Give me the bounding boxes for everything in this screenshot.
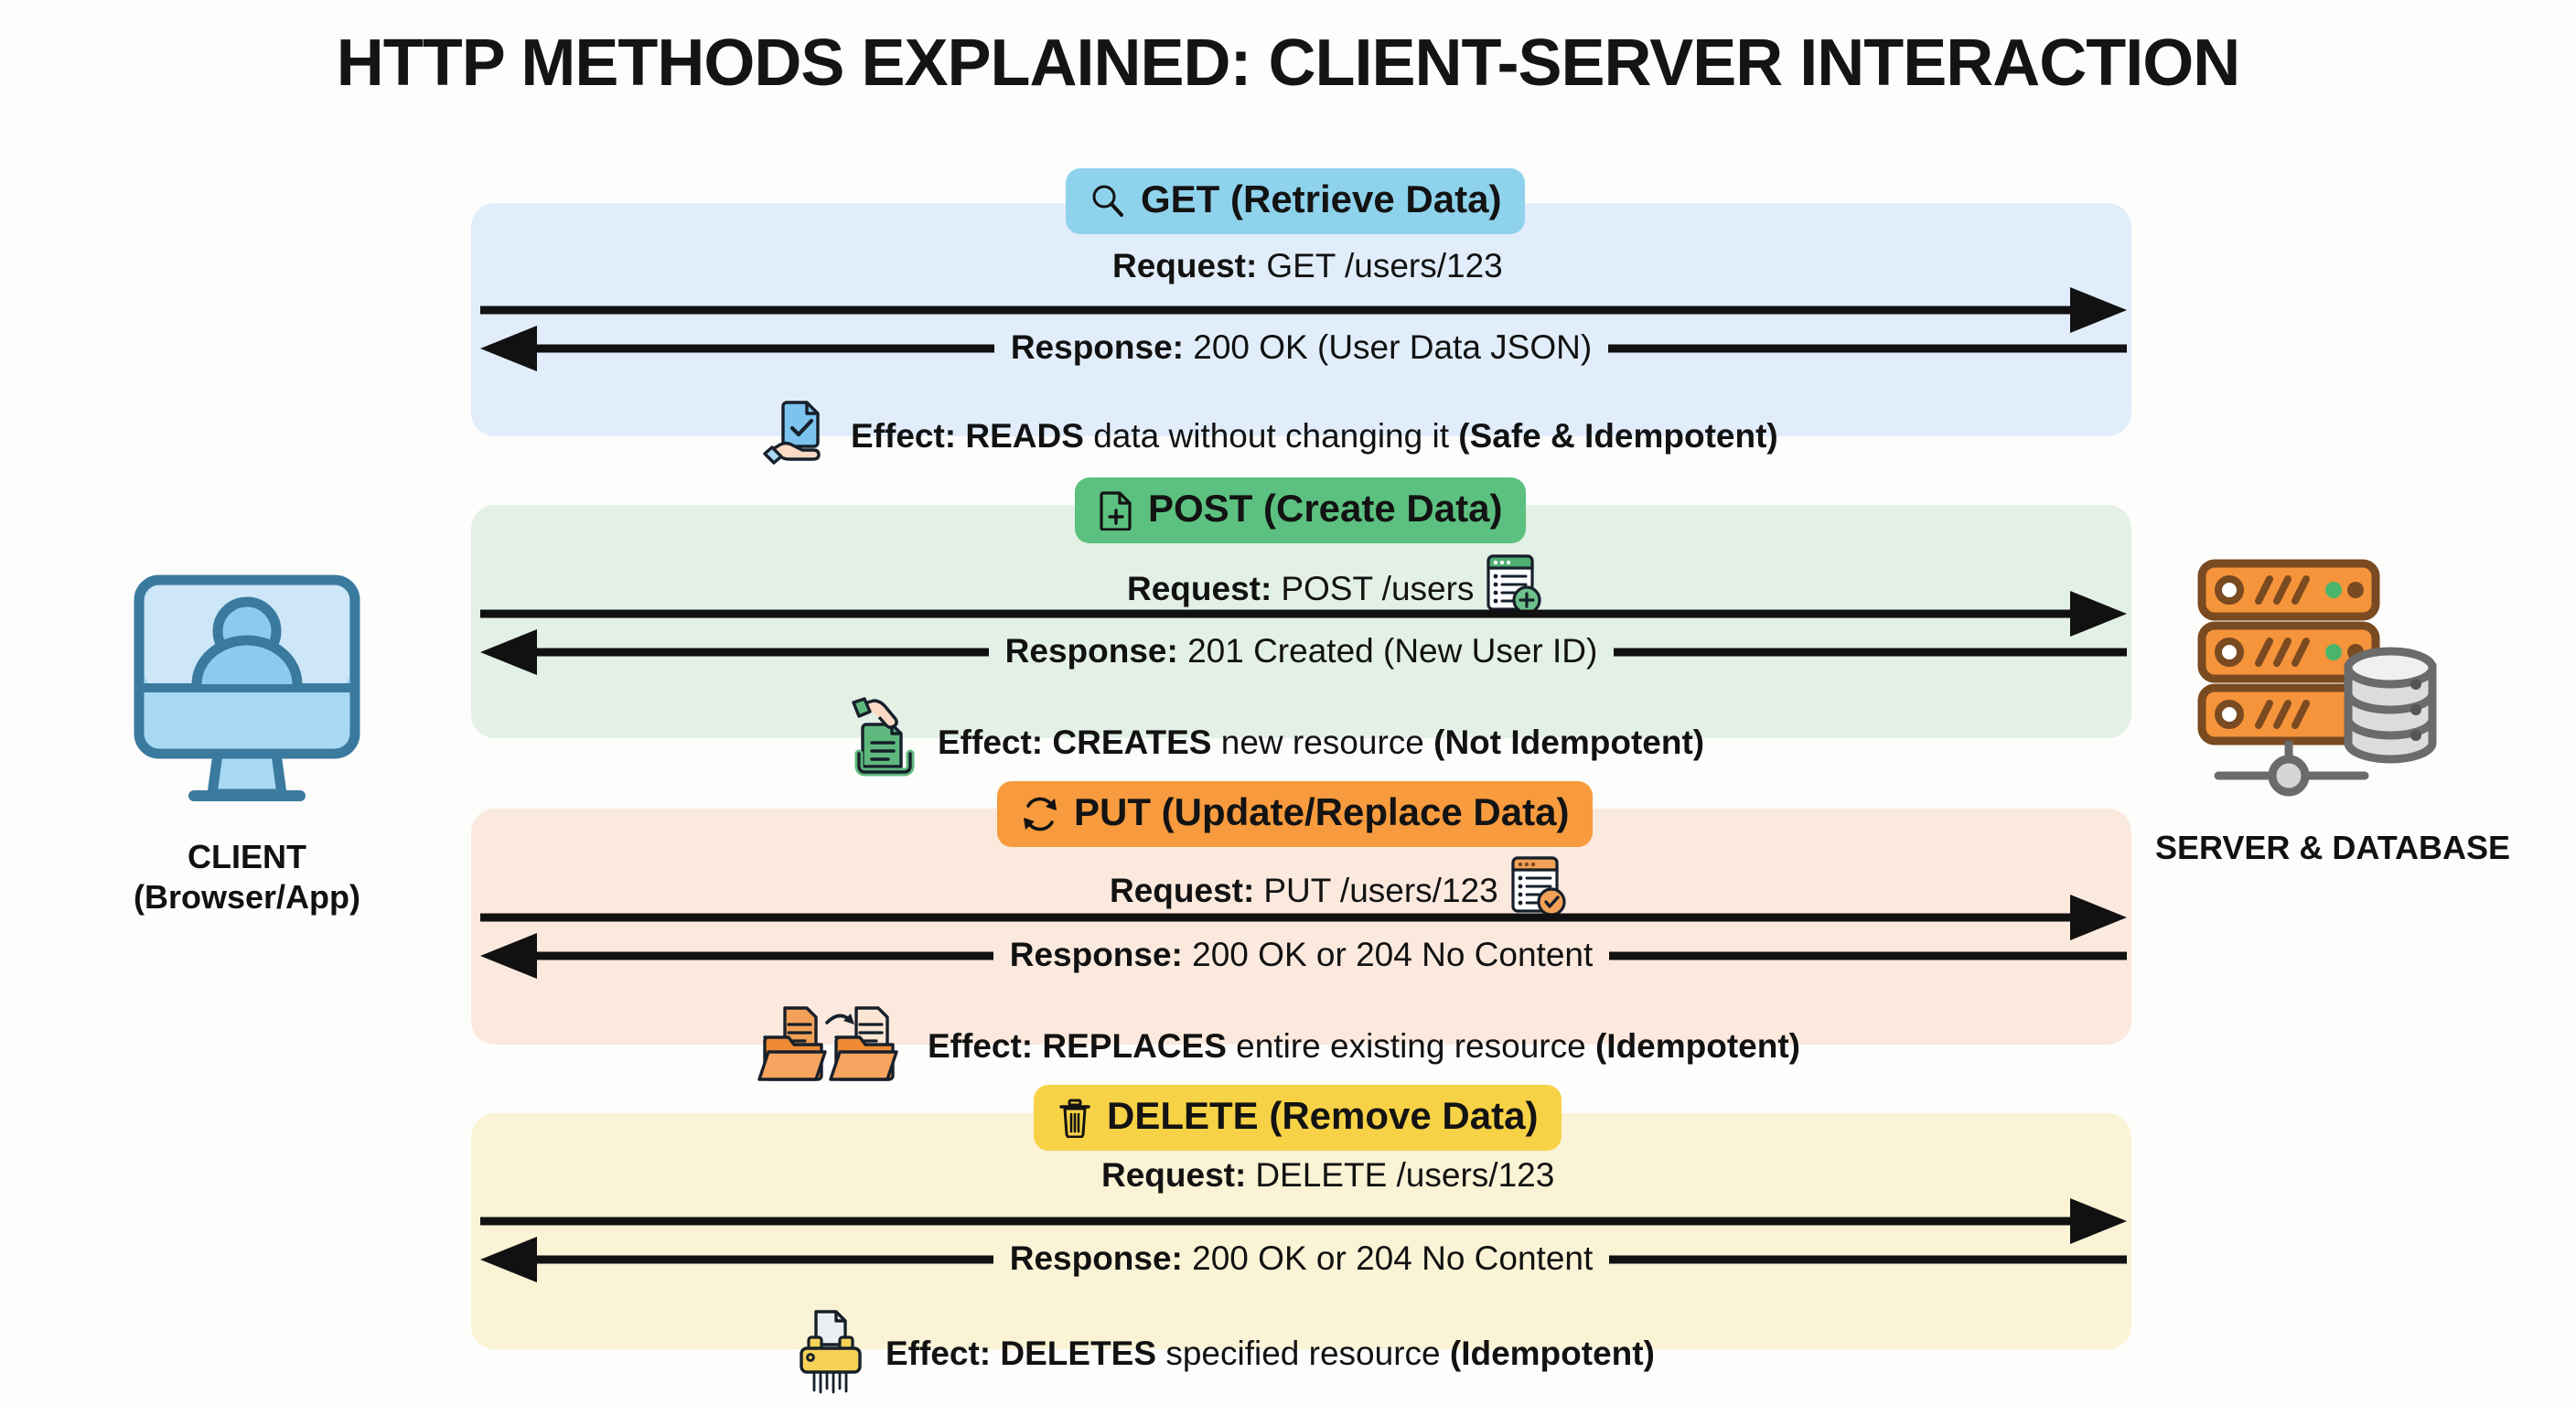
hand-inserting-document-icon — [846, 697, 925, 787]
request-label-delete: Request: DELETE /users/123 — [1101, 1158, 1554, 1192]
refresh-cycle-icon — [1021, 795, 1059, 833]
effect-prefix-get: Effect: — [851, 416, 957, 455]
effect-verb-get: READS — [965, 416, 1084, 455]
effect-prefix-post: Effect: — [938, 723, 1044, 761]
request-label-put: Request: PUT /users/123 — [1110, 853, 1568, 928]
document-plus-icon — [1099, 490, 1133, 531]
response-label-get: Response: 200 OK (User Data JSON) — [471, 330, 2131, 367]
method-badge-label-post: POST (Create Data) — [1148, 487, 1503, 530]
effect-middle-put: entire existing resource — [1236, 1026, 1586, 1065]
effect-verb-put: REPLACES — [1042, 1026, 1227, 1065]
response-value-put: 200 OK or 204 No Content — [1192, 936, 1594, 973]
effect-prefix-put: Effect: — [928, 1026, 1034, 1065]
response-prefix-post: Response: — [1004, 632, 1178, 670]
desktop-monitor-user-icon — [55, 567, 439, 837]
method-badge-get[interactable]: GET (Retrieve Data) — [1066, 168, 1526, 234]
request-prefix-get: Request: — [1112, 247, 1258, 284]
effect-row-delete: Effect: DELETES specified resource (Idem… — [789, 1306, 1655, 1400]
method-badge-put[interactable]: PUT (Update/Replace Data) — [997, 781, 1594, 847]
response-value-post: 201 Created (New User ID) — [1187, 632, 1598, 670]
effect-suffix-post: (Not Idempotent) — [1433, 723, 1705, 761]
response-prefix-put: Response: — [1009, 936, 1183, 973]
response-prefix-get: Response: — [1010, 328, 1184, 366]
response-label-post: Response: 201 Created (New User ID) — [471, 634, 2131, 670]
effect-row-get: Effect: READS data without changing it (… — [759, 393, 1778, 477]
response-label-put: Response: 200 OK or 204 No Content — [471, 938, 2131, 974]
effect-verb-post: CREATES — [1052, 723, 1212, 761]
client-label-secondary: (Browser/App) — [133, 877, 360, 916]
magnifier-search-icon — [1089, 183, 1126, 220]
folder-replace-document-icon — [757, 1001, 915, 1090]
method-panel-put — [471, 809, 2131, 1045]
response-prefix-delete: Response: — [1009, 1239, 1183, 1277]
effect-middle-post: new resource — [1220, 723, 1424, 761]
request-prefix-post: Request: — [1127, 569, 1272, 607]
trash-bin-icon — [1057, 1098, 1092, 1138]
server-label: SERVER & DATABASE — [2154, 829, 2511, 866]
request-label-get: Request: GET /users/123 — [1112, 249, 1503, 283]
paper-shredder-icon — [789, 1306, 873, 1400]
request-prefix-put: Request: — [1110, 871, 1255, 909]
method-badge-label-delete: DELETE (Remove Data) — [1107, 1094, 1539, 1137]
response-label-delete: Response: 200 OK or 204 No Content — [471, 1241, 2131, 1278]
method-badge-post[interactable]: POST (Create Data) — [1075, 477, 1527, 543]
server-endpoint: SERVER & DATABASE — [2131, 549, 2534, 868]
effect-suffix-get: (Safe & Idempotent) — [1458, 416, 1778, 455]
server-rack-database-icon — [2131, 549, 2534, 828]
request-value-delete: DELETE /users/123 — [1255, 1156, 1555, 1194]
page-title: HTTP METHODS EXPLAINED: CLIENT-SERVER IN… — [336, 27, 2240, 100]
hand-holding-document-check-icon — [759, 393, 838, 477]
method-panel-delete — [471, 1113, 2131, 1349]
effect-row-put: Effect: REPLACES entire existing resourc… — [757, 1001, 1800, 1090]
effect-suffix-put: (Idempotent) — [1594, 1026, 1801, 1065]
effect-row-post: Effect: CREATES new resource (Not Idempo… — [846, 697, 1704, 787]
effect-prefix-delete: Effect: — [886, 1334, 992, 1372]
request-value-get: GET /users/123 — [1266, 247, 1503, 284]
response-value-delete: 200 OK or 204 No Content — [1192, 1239, 1594, 1277]
method-panel-get — [471, 203, 2131, 436]
method-badge-label-put: PUT (Update/Replace Data) — [1074, 790, 1570, 833]
effect-suffix-delete: (Idempotent) — [1449, 1334, 1655, 1372]
request-value-post: POST /users — [1281, 569, 1475, 607]
effect-middle-get: data without changing it — [1093, 416, 1449, 455]
client-endpoint: CLIENT (Browser/App) — [55, 567, 439, 917]
effect-middle-delete: specified resource — [1165, 1334, 1441, 1372]
method-badge-label-get: GET (Retrieve Data) — [1141, 177, 1502, 220]
request-value-put: PUT /users/123 — [1263, 871, 1498, 909]
form-add-record-icon — [1483, 551, 1543, 626]
request-label-post: Request: POST /users — [1127, 551, 1543, 626]
request-prefix-delete: Request: — [1101, 1156, 1247, 1194]
form-check-record-icon — [1508, 853, 1568, 928]
response-value-get: 200 OK (User Data JSON) — [1193, 328, 1593, 366]
method-badge-delete[interactable]: DELETE (Remove Data) — [1034, 1085, 1562, 1151]
method-panel-post — [471, 505, 2131, 738]
effect-verb-delete: DELETES — [1000, 1334, 1157, 1372]
client-label-primary: CLIENT — [188, 838, 306, 875]
